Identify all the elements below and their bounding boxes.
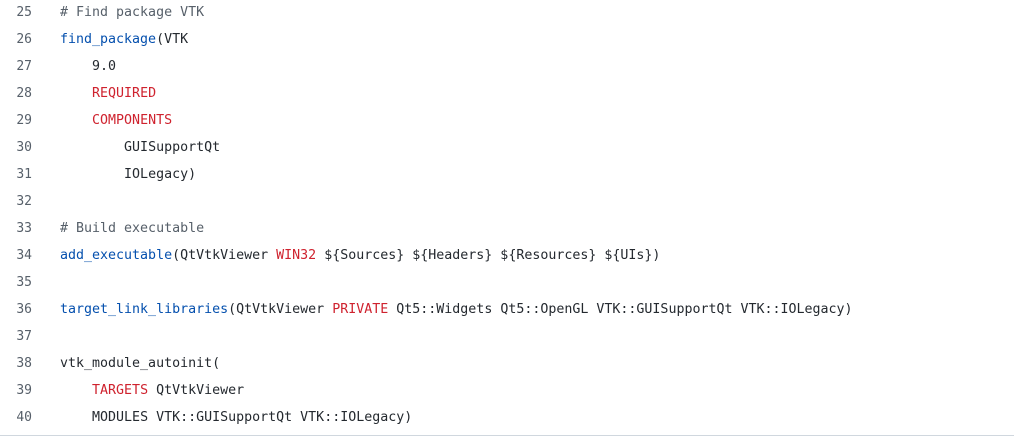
- code-line: 31 IOLegacy): [0, 161, 1014, 188]
- code-function-name: find_package: [60, 32, 157, 47]
- code-line: 34 add_executable(QtVtkViewer WIN32 ${Sou…: [0, 242, 1014, 269]
- code-text: (QtVtkViewer: [172, 248, 277, 263]
- line-number[interactable]: 36: [16, 302, 32, 317]
- line-number[interactable]: 40: [16, 410, 32, 425]
- code-content: MODULES VTK::GUISupportQt VTK::IOLegacy): [60, 404, 412, 431]
- code-content: # Build executable: [60, 215, 204, 242]
- code-line: 27 9.0: [0, 53, 1014, 80]
- code-indent: [60, 167, 124, 182]
- line-number[interactable]: 39: [16, 383, 32, 398]
- code-line: 35: [0, 269, 1014, 296]
- code-content: vtk_module_autoinit(: [60, 350, 220, 377]
- code-content: target_link_libraries(QtVtkViewer PRIVAT…: [60, 296, 853, 323]
- code-line: 37: [0, 323, 1014, 350]
- line-number[interactable]: 35: [16, 275, 32, 290]
- code-text: MODULES VTK::GUISupportQt VTK::IOLegacy): [92, 410, 413, 425]
- code-content: 9.0: [60, 53, 116, 80]
- line-number[interactable]: 30: [16, 140, 32, 155]
- line-number[interactable]: 37: [16, 329, 32, 344]
- line-number[interactable]: 34: [16, 248, 32, 263]
- code-content: # Find package VTK: [60, 0, 204, 26]
- code-indent: [60, 59, 92, 74]
- code-indent: [60, 383, 92, 398]
- code-function-name: target_link_libraries: [60, 302, 229, 317]
- code-keyword: PRIVATE: [332, 302, 389, 317]
- code-keyword: REQUIRED: [92, 86, 157, 101]
- code-line: 30 GUISupportQt: [0, 134, 1014, 161]
- line-number[interactable]: 29: [16, 113, 32, 128]
- line-number[interactable]: 31: [16, 167, 32, 182]
- code-line: 25 # Find package VTK: [0, 0, 1014, 26]
- line-number[interactable]: 38: [16, 356, 32, 371]
- code-keyword: TARGETS: [92, 383, 149, 398]
- line-number[interactable]: 33: [16, 221, 32, 236]
- code-line: 29 COMPONENTS: [0, 107, 1014, 134]
- code-text: vtk_module_autoinit(: [60, 356, 221, 371]
- code-indent: [60, 86, 92, 101]
- code-indent: [60, 140, 124, 155]
- code-line: 26 find_package(VTK: [0, 26, 1014, 53]
- code-line: 38 vtk_module_autoinit(: [0, 350, 1014, 377]
- code-line: 39 TARGETS QtVtkViewer: [0, 377, 1014, 404]
- code-content: IOLegacy): [60, 161, 196, 188]
- code-indent: [60, 410, 92, 425]
- code-line: 33 # Build executable: [0, 215, 1014, 242]
- line-number[interactable]: 28: [16, 86, 32, 101]
- code-text: QtVtkViewer: [148, 383, 245, 398]
- code-line: 36 target_link_libraries(QtVtkViewer PRIV…: [0, 296, 1014, 323]
- code-content: add_executable(QtVtkViewer WIN32 ${Sourc…: [60, 242, 660, 269]
- code-function-name: add_executable: [60, 248, 173, 263]
- code-content: TARGETS QtVtkViewer: [60, 377, 244, 404]
- code-content: find_package(VTK: [60, 26, 188, 53]
- line-number[interactable]: 25: [16, 5, 32, 20]
- code-text: (QtVtkViewer: [228, 302, 333, 317]
- code-text: GUISupportQt: [124, 140, 221, 155]
- code-indent: [60, 113, 92, 128]
- code-comment: # Build executable: [60, 221, 205, 236]
- code-content: COMPONENTS: [60, 107, 172, 134]
- code-comment: # Find package VTK: [60, 5, 205, 20]
- code-line: 40 MODULES VTK::GUISupportQt VTK::IOLega…: [0, 404, 1014, 431]
- code-text: ${Sources} ${Headers} ${Resources} ${UIs…: [316, 248, 661, 263]
- code-keyword: WIN32: [276, 248, 317, 263]
- code-text: (VTK: [156, 32, 189, 47]
- code-text: IOLegacy): [124, 167, 197, 182]
- line-number[interactable]: 26: [16, 32, 32, 47]
- code-line: 32: [0, 188, 1014, 215]
- code-text: Qt5::Widgets Qt5::OpenGL VTK::GUISupport…: [388, 302, 853, 317]
- line-number[interactable]: 27: [16, 59, 32, 74]
- code-text: 9.0: [92, 59, 117, 74]
- line-number[interactable]: 32: [16, 194, 32, 209]
- code-line: 28 REQUIRED: [0, 80, 1014, 107]
- code-content: GUISupportQt: [60, 134, 220, 161]
- code-content: REQUIRED: [60, 80, 156, 107]
- code-keyword: COMPONENTS: [92, 113, 173, 128]
- code-view-bottom-border: [0, 435, 1014, 436]
